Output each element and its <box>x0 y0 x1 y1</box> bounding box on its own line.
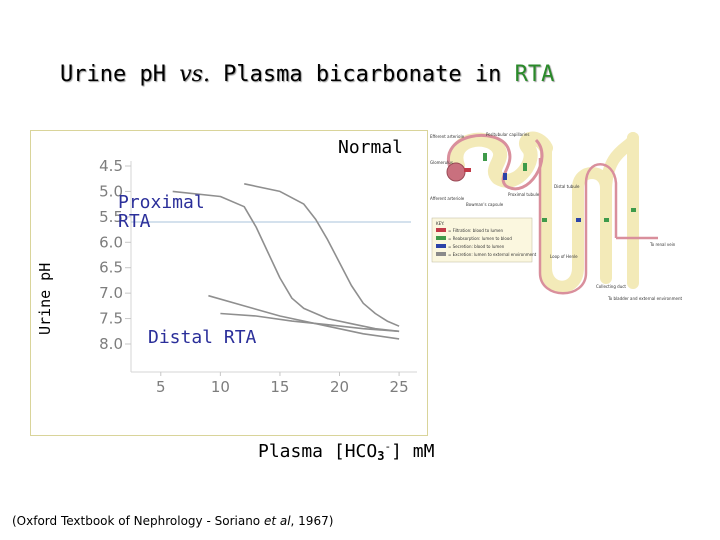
y-tick-label: 5.5 <box>99 208 123 226</box>
diagram-legend-box <box>431 217 533 263</box>
vasa-recta <box>538 158 618 295</box>
y-tick-label: 7.5 <box>99 310 123 328</box>
annotation-proximal-rta: Proximal RTA <box>118 192 205 232</box>
series-distal-low <box>208 294 400 340</box>
x-tick-label: 25 <box>390 378 409 396</box>
loop-of-henle-shape <box>540 142 612 293</box>
series-proximal <box>172 190 400 333</box>
x-tick-label: 5 <box>156 378 166 396</box>
y-axis-label: Urine pH <box>36 262 54 335</box>
label-bowman: Bowman's capsule <box>466 202 504 207</box>
label-vein: To renal vein <box>649 242 676 247</box>
label-efferent: Efferent arteriole <box>430 134 465 139</box>
label-peritubular: Peritubular capillaries <box>486 132 529 137</box>
filtration-arrows <box>464 168 471 172</box>
peritubular-capillary <box>446 134 544 191</box>
y-tick-label: 6.0 <box>99 233 123 251</box>
x-tick-label: 20 <box>330 378 349 396</box>
y-tick-label: 6.5 <box>99 259 123 277</box>
annotation-distal-rta: Distal RTA <box>148 327 257 348</box>
y-tick-label: 8.0 <box>99 335 123 353</box>
x-tick-label: 10 <box>211 378 230 396</box>
x-tick-label: 15 <box>270 378 289 396</box>
label-glomerulus: Glomerulus <box>430 160 453 165</box>
legend-item-filtration: = Filtration: blood to lumen <box>448 228 503 233</box>
nephron-diagram: KEY: = Filtration: blood to lumen = Reab… <box>430 131 682 301</box>
y-tick-label: 4.5 <box>99 157 123 175</box>
legend-item-secretion: = Secretion: blood to lumen <box>448 244 505 249</box>
label-proximal: Proximal tubule <box>508 192 540 197</box>
y-tick-label: 5.0 <box>99 182 123 200</box>
secretion-arrows <box>503 173 581 222</box>
chart-frame: 4.5 5.0 5.5 6.0 6.5 7.0 7.5 8.0 5 10 15 20 25 <box>30 130 428 436</box>
label-afferent: Afferent arteriole <box>430 196 465 201</box>
label-loop: Loop of Henle <box>550 254 578 259</box>
citation: (Oxford Textbook of Nephrology - Soriano… <box>12 514 334 528</box>
slide-title: Urine pH vs. Plasma bicarbonate in RTA <box>60 62 555 87</box>
label-collecting: Collecting duct <box>596 284 626 289</box>
annotation-normal: Normal <box>338 137 404 158</box>
glomerulus-shape <box>446 162 466 182</box>
legend-title: KEY: <box>436 221 444 226</box>
y-tick-label: 7.0 <box>99 284 123 302</box>
label-bladder: To bladder and external environment <box>607 296 682 301</box>
label-distal: Distal tubule <box>554 184 580 189</box>
title-accent: RTA <box>514 62 555 87</box>
legend-item-excretion: = Excretion: lumen to external environme… <box>448 252 537 257</box>
series-normal <box>244 183 400 327</box>
proximal-tubule-shape <box>449 131 553 188</box>
reabsorption-arrows <box>483 153 636 222</box>
x-axis-label: Plasma [HCO3-] mM <box>258 440 435 463</box>
legend-item-reabsorption: = Reabsorption: lumen to blood <box>448 236 512 241</box>
chart: 4.5 5.0 5.5 6.0 6.5 7.0 7.5 8.0 5 10 15 20 25 <box>99 157 417 396</box>
